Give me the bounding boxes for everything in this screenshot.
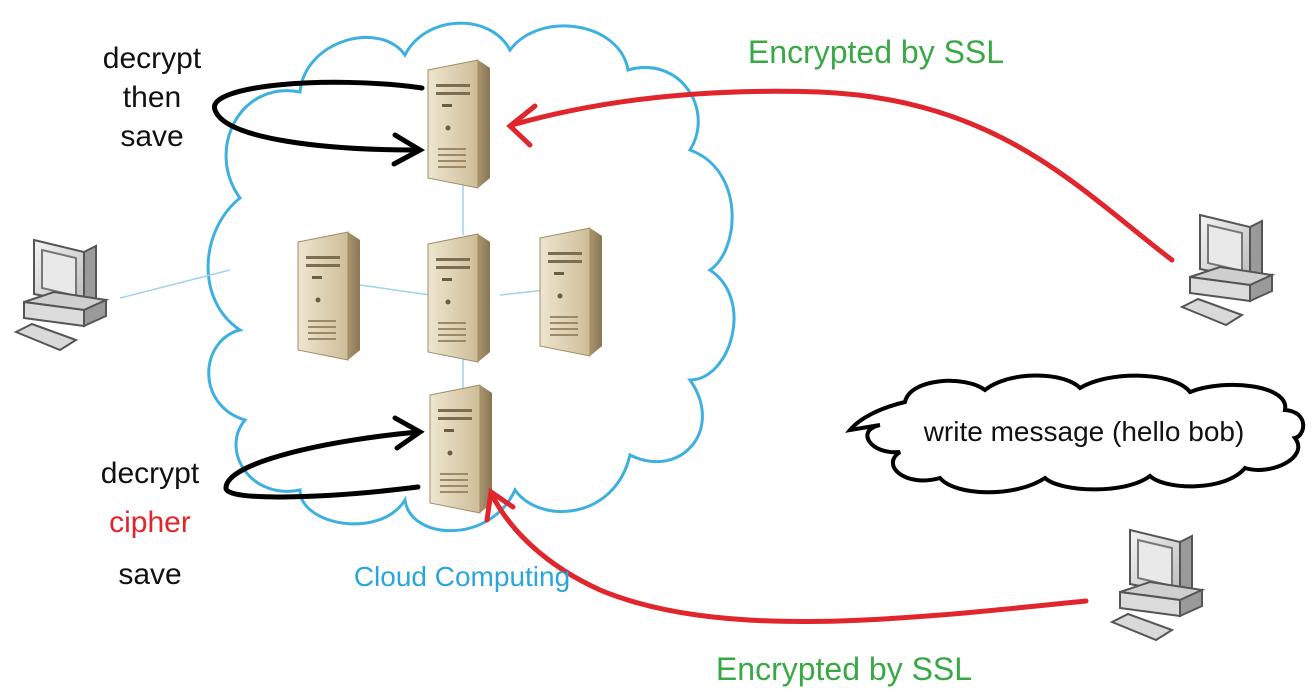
ssl-arrow-top — [506, 88, 1175, 263]
cipher-label: cipher — [109, 506, 191, 539]
server-icon — [429, 384, 493, 514]
decrypt-cipher-save-label: decrypt — [101, 457, 200, 490]
desktop-computer-icon — [15, 239, 107, 351]
message-label: write message (hello bob) — [923, 416, 1245, 447]
desktop-computer-icon — [1181, 214, 1273, 326]
server-icon — [297, 231, 361, 361]
decrypt-then-save-label: then — [123, 81, 181, 114]
server-icon — [539, 227, 603, 357]
ssl-label-bottom: Encrypted by SSL — [716, 651, 972, 687]
thought-bubble-icon — [845, 373, 1306, 495]
decrypt-loop-arrow-bottom — [223, 415, 425, 500]
decrypt-then-save-label: decrypt — [103, 42, 202, 75]
decrypt-cipher-save-label: save — [118, 558, 181, 591]
server-icon — [427, 233, 491, 363]
ssl-label-top: Encrypted by SSL — [748, 34, 1004, 70]
ssl-arrow-bottom — [484, 487, 1089, 624]
decrypt-loop-arrow-top — [212, 79, 426, 167]
decrypt-then-save-label: save — [120, 120, 183, 153]
cloud-computing-label: Cloud Computing — [354, 561, 570, 592]
server-icon — [427, 59, 491, 189]
desktop-computer-icon — [1111, 529, 1203, 641]
